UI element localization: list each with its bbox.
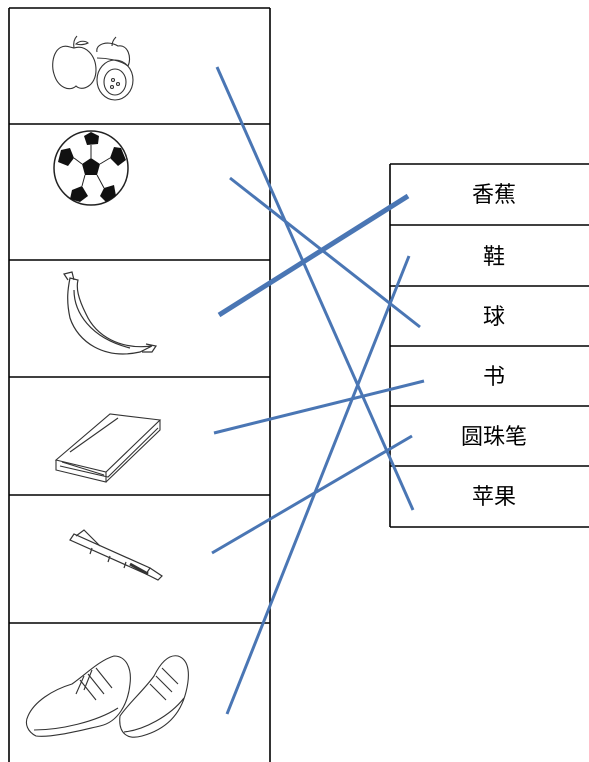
word-cell-pen: 圆珠笔 [461,425,527,450]
matching-lines [211,66,425,715]
picture-column [8,7,271,762]
apples-icon [52,35,134,101]
word-cell-book: 书 [483,365,505,390]
pen-icon [69,529,163,581]
match-line-pen [211,434,413,555]
word-cell-ball: 球 [483,305,505,330]
soccer-ball-icon [53,130,129,206]
word-cell-banana: 香蕉 [472,183,516,208]
sneakers-icon [25,655,189,738]
match-line-apple [215,66,415,511]
match-line-shoes [225,255,411,715]
match-line-ball [229,176,421,329]
word-cell-apple: 苹果 [472,485,516,510]
banana-icon [63,271,157,355]
word-table [389,163,589,528]
match-line-banana [217,193,410,318]
match-line-book [213,379,425,435]
word-cell-shoes: 鞋 [483,245,505,270]
book-icon [54,413,162,483]
